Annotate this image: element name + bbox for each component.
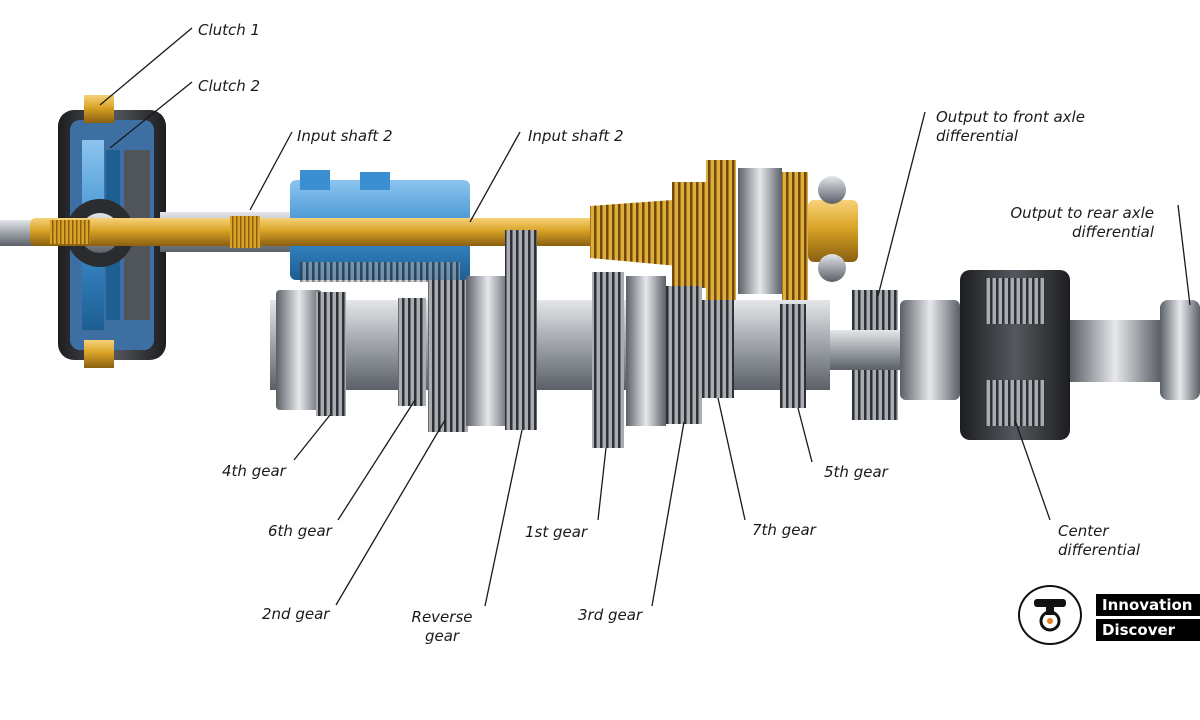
label-center-line1: Center: [1058, 522, 1109, 540]
label-2nd-gear: 2nd gear: [262, 605, 330, 623]
label-output-front-line1: Output to front axle: [936, 108, 1085, 126]
label-3rd-gear: 3rd gear: [578, 606, 643, 624]
logo-word-discover: Discover: [1096, 619, 1200, 641]
logo-word-innovation: Innovation: [1096, 594, 1200, 616]
label-reverse-line1: Reverse: [411, 608, 473, 626]
label-output-rear-line2: differential: [1071, 223, 1154, 241]
label-output-front-line2: differential: [936, 127, 1019, 145]
label-1st-gear: 1st gear: [525, 523, 588, 541]
label-clutch-2: Clutch 2: [198, 77, 261, 95]
label-input-shaft-right: Input shaft 2: [528, 127, 624, 145]
inner-input-shaft: [30, 216, 610, 248]
label-output-front: Output to front axle differential: [936, 108, 1085, 146]
label-output-rear: Output to rear axle differential: [1004, 204, 1154, 242]
leader-lines: [99, 27, 1191, 607]
center-differential-assembly: [830, 270, 1200, 440]
logo-emblem-icon: [1034, 599, 1066, 632]
label-center-differential: Center differential: [1058, 522, 1140, 560]
label-clutch-1: Clutch 1: [198, 21, 261, 39]
label-7th-gear: 7th gear: [752, 521, 816, 539]
label-4th-gear: 4th gear: [222, 462, 286, 480]
label-reverse-gear: Reverse gear: [400, 608, 484, 646]
label-output-rear-line1: Output to rear axle: [1010, 204, 1154, 222]
output-upper-gears: [590, 160, 858, 310]
label-input-shaft-left: Input shaft 2: [297, 127, 393, 145]
label-5th-gear: 5th gear: [824, 463, 888, 481]
brand-logo: Innovation Discover: [1018, 585, 1200, 647]
gear-wrench-logo-icon: [1018, 585, 1082, 645]
label-center-line2: differential: [1058, 541, 1141, 559]
label-reverse-line2: gear: [424, 627, 460, 645]
label-6th-gear: 6th gear: [268, 522, 332, 540]
countershaft: [270, 230, 830, 448]
